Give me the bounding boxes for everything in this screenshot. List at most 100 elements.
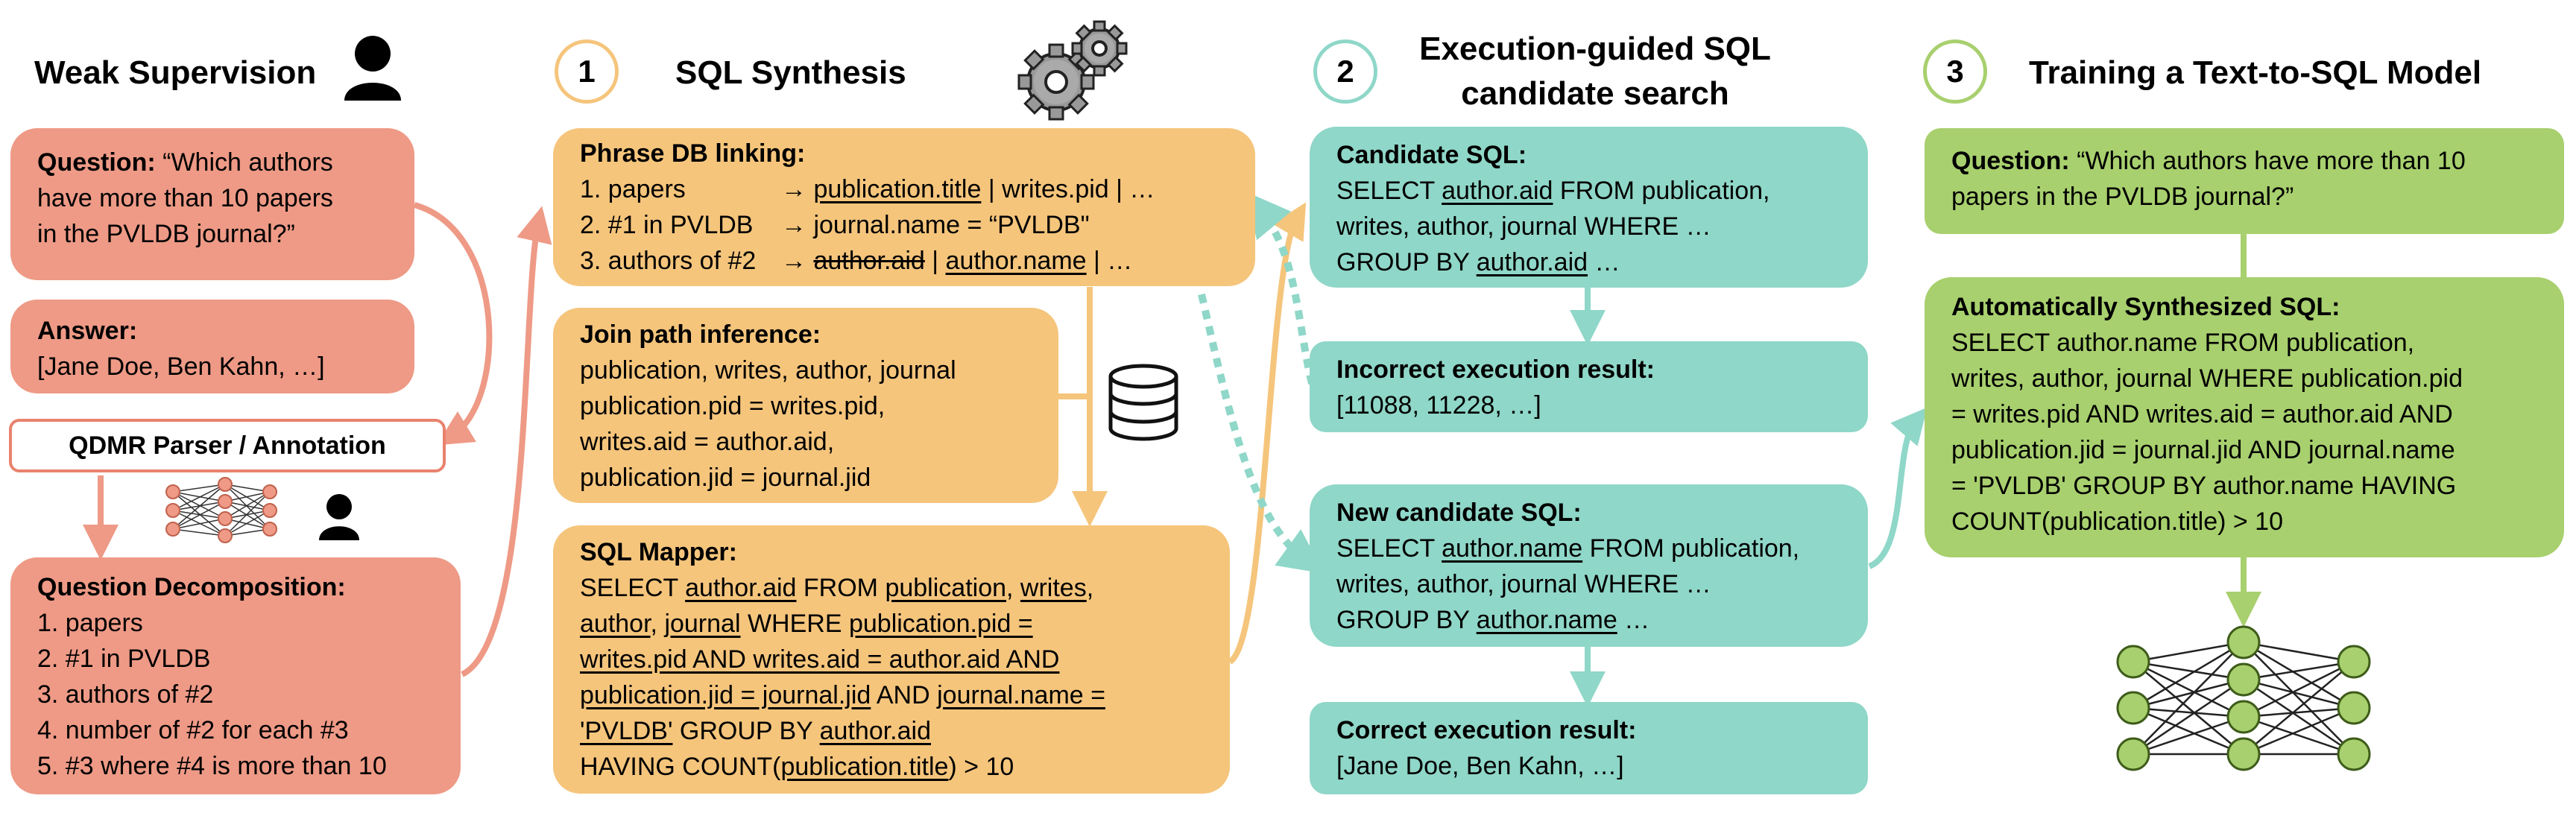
decomposition-step: 5. #3 where #4 is more than 10 [37, 752, 387, 780]
linking-db-struck: author.aid [813, 247, 925, 275]
decomposition-step: 3. authors of #2 [37, 680, 214, 709]
col3-title-line1: Execution-guided SQL [1419, 31, 1771, 67]
sql-token: SELECT [1336, 177, 1442, 205]
question-text-line2: have more than 10 papers [37, 184, 333, 212]
training-question-text: “Which authors have more than 10 [2069, 147, 2466, 175]
linking-phrase: 1. papers [580, 175, 686, 203]
sql-token: author.name [1476, 606, 1617, 634]
mapper-label: SQL Mapper: [580, 538, 737, 566]
sql-token: SELECT [1336, 534, 1442, 563]
incorrect-result-box: Incorrect execution result: [11088, 1122… [1310, 341, 1868, 432]
arrow-right-icon: → [781, 175, 806, 203]
candidate-line-3: GROUP BY author.aid … [1336, 244, 1841, 280]
new-candidate-sql-box: New candidate SQL: SELECT author.name FR… [1310, 484, 1868, 647]
linking-db-item: publication.title [813, 175, 982, 203]
sql-token: author [580, 610, 651, 638]
sql-token: … [1617, 606, 1650, 634]
step-1-badge: 1 [555, 39, 619, 104]
neural-network-icon [2116, 625, 2371, 771]
decomposition-box: Question Decomposition: 1. papers 2. #1 … [10, 557, 461, 794]
sql-token: HAVING COUNT( [580, 753, 781, 781]
col4-title: Training a Text-to-SQL Model [2029, 54, 2482, 91]
join-line: publication.jid = journal.jid [580, 464, 871, 492]
linking-phrase: 2. #1 in PVLDB [580, 211, 754, 239]
database-icon [1108, 364, 1178, 441]
synth-label: Automatically Synthesized SQL: [1951, 293, 2340, 321]
join-line: publication.pid = writes.pid, [580, 392, 886, 420]
linking-row-1: 1. papers → publication.title | writes.pi… [580, 171, 1228, 207]
linking-db-rest: journal.name = “PVLDB" [813, 211, 1090, 239]
linking-phrase: 3. authors of #2 [580, 247, 757, 275]
sql-token: publication.title [780, 753, 949, 781]
qdmr-parser-box: QDMR Parser / Annotation [9, 419, 446, 472]
correct-result-box: Correct execution result: [Jane Doe, Ben… [1310, 702, 1868, 794]
training-question-label: Question: [1951, 147, 2070, 175]
linking-db-rest: | writes.pid | … [981, 175, 1155, 203]
arrow-newcand-to-synth [1868, 407, 1928, 569]
sql-token: writes.pid AND writes.aid = author.aid A… [580, 645, 1060, 674]
sql-token: WHERE [740, 610, 849, 638]
sql-token: … [1588, 248, 1620, 276]
question-text-line3: in the PVLDB journal?” [37, 220, 295, 248]
sql-token: , [650, 610, 665, 638]
question-box: Question: “Which authors have more than … [10, 128, 414, 280]
synth-line: SELECT author.name FROM publication, [1951, 329, 2415, 357]
linking-row-3: 3. authors of #2 → author.aid | author.na… [580, 243, 1228, 279]
gears-icon [1017, 20, 1128, 121]
answer-text: [Jane Doe, Ben Kahn, …] [37, 352, 325, 381]
sql-token: author.aid [819, 717, 931, 745]
arrow-question-to-parser [413, 202, 493, 446]
dotted-feedback-to-linking [1245, 191, 1316, 385]
candidate-line-1: SELECT author.aid FROM publication, [1336, 173, 1841, 209]
join-label: Join path inference: [580, 320, 821, 349]
mapper-line-4: publication.jid = journal.jid AND journa… [580, 677, 1203, 713]
incorrect-text: [11088, 11228, …] [1336, 391, 1541, 420]
col3-title-line2: candidate search [1461, 75, 1729, 112]
linking-row-2: 2. #1 in PVLDB→ journal.name = “PVLDB" [580, 207, 1228, 243]
correct-label: Correct execution result: [1336, 716, 1637, 744]
step-3-badge: 3 [1923, 39, 1987, 104]
join-line: publication, writes, author, journal [580, 356, 956, 385]
sql-token: , [1006, 574, 1020, 602]
answer-box: Answer: [Jane Doe, Ben Kahn, …] [10, 300, 414, 393]
question-label: Question: [37, 148, 156, 177]
sql-token: FROM publication, [1582, 534, 1800, 563]
col1-title: Weak Supervision [34, 54, 317, 91]
sql-token: FROM [796, 574, 886, 602]
decomposition-step: 2. #1 in PVLDB [37, 645, 211, 673]
arrow-right-icon: → [781, 247, 806, 275]
candidate-line-2: writes, author, journal WHERE … [1336, 212, 1711, 241]
step-2-badge: 2 [1313, 39, 1377, 104]
mapper-line-5: 'PVLDB' GROUP BY author.aid [580, 713, 1203, 749]
phrase-linking-box: Phrase DB linking: 1. papers→ publicatio… [553, 128, 1255, 286]
sql-token: author.aid [1476, 248, 1588, 276]
person-small-icon [319, 494, 359, 540]
training-question-box: Question: “Which authors have more than … [1925, 128, 2564, 234]
sql-token: journal [664, 610, 741, 638]
mapper-line-1: SELECT author.aid FROM publication, writ… [580, 570, 1203, 606]
sql-token: FROM publication, [1553, 177, 1770, 205]
answer-label: Answer: [37, 317, 138, 345]
linking-separator: | [924, 247, 946, 275]
arrow-mapper-to-candidate [1228, 202, 1307, 665]
incorrect-label: Incorrect execution result: [1336, 355, 1655, 384]
candidate-sql-box: Candidate SQL: SELECT author.aid FROM pu… [1310, 127, 1868, 288]
synth-line: writes, author, journal WHERE publicatio… [1951, 364, 2463, 393]
sql-token: , [1086, 574, 1094, 602]
sql-token: GROUP BY [1336, 606, 1477, 634]
sql-token: author.aid [1442, 177, 1553, 205]
mapper-line-2: author, journal WHERE publication.pid = [580, 606, 1203, 642]
linking-db-item: author.name [945, 247, 1087, 275]
sql-mapper-box: SQL Mapper: SELECT author.aid FROM publi… [553, 525, 1230, 794]
sql-token: publication.pid = [848, 610, 1033, 638]
sql-token: 'PVLDB' [580, 717, 673, 745]
training-question-line2: papers in the PVLDB journal?” [1951, 183, 2294, 211]
sql-token: ) > 10 [948, 753, 1014, 781]
sql-token: AND [871, 681, 938, 709]
sql-token: journal.name = [937, 681, 1105, 709]
decomposition-label: Question Decomposition: [37, 573, 346, 601]
linking-db-rest: | … [1086, 247, 1133, 275]
new-candidate-line-2: writes, author, journal WHERE … [1336, 570, 1711, 598]
sql-token: author.aid [685, 574, 797, 602]
synthesized-sql-box: Automatically Synthesized SQL: SELECT au… [1925, 277, 2564, 557]
